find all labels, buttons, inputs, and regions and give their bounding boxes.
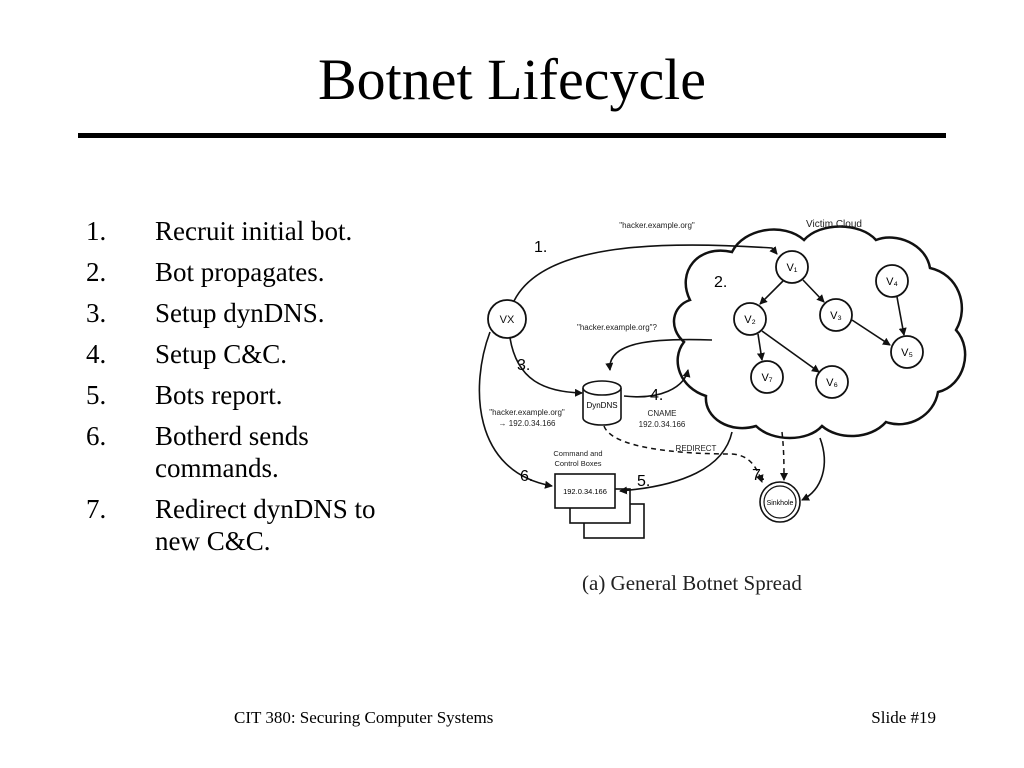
victim-node-v3 xyxy=(819,298,853,332)
step6-path xyxy=(478,331,553,489)
query-label: "hacker.example.org"? xyxy=(577,323,657,332)
botnet-spread-diagram: Victim Cloud VX V₁ V₂ V₃ V₄ V₅ V₆ V₇ xyxy=(462,210,982,605)
step-number: 1. xyxy=(86,216,107,246)
step-text: Botherd sends commands. xyxy=(155,421,309,483)
list-item: 4. Setup C&C. xyxy=(86,338,426,370)
dyndns-server xyxy=(582,380,622,426)
step-number: 3. xyxy=(86,298,107,328)
step-marker-7: 7. xyxy=(752,467,765,484)
query-path xyxy=(605,338,713,371)
step-marker-2: 2. xyxy=(714,274,727,291)
victim-node-v6-label: V₆ xyxy=(826,377,838,389)
dyndns-label: DynDNS xyxy=(586,401,617,410)
list-item: 2. Bot propagates. xyxy=(86,256,426,288)
victim-node-v5 xyxy=(890,335,924,369)
victim-node-v7 xyxy=(750,360,784,394)
list-item: 5. Bots report. xyxy=(86,379,426,411)
slide-title: Botnet Lifecycle xyxy=(317,47,707,112)
figure-caption: (a) General Botnet Spread xyxy=(582,571,802,595)
title-divider xyxy=(78,133,946,138)
list-item: 7. Redirect dynDNS to new C&C. xyxy=(86,493,426,557)
sinkhole-label: Sinkhole xyxy=(767,500,794,507)
cloud-to-sinkhole-solid xyxy=(801,437,826,501)
attacker-node-label: VX xyxy=(500,314,515,326)
victim-node-v2-label: V₂ xyxy=(744,314,756,326)
victim-cloud xyxy=(672,225,967,440)
cc-box-ip: 192.0.34.166 xyxy=(563,487,607,496)
cloud-to-sinkhole-dashed xyxy=(779,431,788,481)
victim-node-v4 xyxy=(875,264,909,298)
victim-node-v7-label: V₇ xyxy=(761,372,772,384)
step-text: Redirect dynDNS to new C&C. xyxy=(155,494,376,556)
step-marker-5: 5. xyxy=(637,473,650,490)
step-text: Recruit initial bot. xyxy=(155,216,353,246)
victim-node-v1-label: V₁ xyxy=(786,262,797,274)
victim-node-v3-label: V₃ xyxy=(830,310,842,322)
redirect-label: REDIRECT xyxy=(676,444,717,453)
step-marker-4: 4. xyxy=(650,387,663,404)
top-hostname-label: "hacker.example.org" xyxy=(619,221,695,230)
sinkhole-node xyxy=(759,481,801,523)
step-text: Bot propagates. xyxy=(155,257,325,287)
lifecycle-steps-list: 1. Recruit initial bot. 2. Bot propagate… xyxy=(86,215,426,566)
victim-node-v2 xyxy=(733,302,767,336)
cc-box-stack xyxy=(554,473,645,539)
victim-node-v6 xyxy=(815,365,849,399)
step-text: Bots report. xyxy=(155,380,283,410)
step-number: 6. xyxy=(86,421,107,451)
step-text: Setup C&C. xyxy=(155,339,288,369)
step-number: 2. xyxy=(86,257,107,287)
diagram-canvas: Victim Cloud VX V₁ V₂ V₃ V₄ V₅ V₆ V₇ xyxy=(478,219,967,595)
step-marker-3: 3. xyxy=(517,357,530,374)
footer-course-title: CIT 380: Securing Computer Systems xyxy=(234,708,494,727)
redirect-path xyxy=(603,425,764,483)
step4-path xyxy=(623,369,691,398)
victim-node-v1 xyxy=(775,250,809,284)
step-number: 5. xyxy=(86,380,107,410)
cc-title-line1: Command and xyxy=(553,449,602,458)
resolve-label-line1: "hacker.example.org" xyxy=(489,408,565,417)
cc-title-line2: Control Boxes xyxy=(554,459,601,468)
list-item: 6. Botherd sends commands. xyxy=(86,420,426,484)
footer-slide-number: Slide #19 xyxy=(871,708,936,727)
cname-label-line2: 192.0.34.166 xyxy=(639,420,686,429)
step-number: 7. xyxy=(86,494,107,524)
propagation-edges xyxy=(756,279,907,373)
step5-path xyxy=(619,431,733,495)
victim-node-v4-label: V₄ xyxy=(886,276,898,288)
resolve-label-line2: → 192.0.34.166 xyxy=(499,419,556,428)
list-item: 1. Recruit initial bot. xyxy=(86,215,426,247)
attacker-node xyxy=(487,299,527,339)
list-item: 3. Setup dynDNS. xyxy=(86,297,426,329)
step-marker-6: 6. xyxy=(520,468,533,485)
step-text: Setup dynDNS. xyxy=(155,298,325,328)
cname-label-line1: CNAME xyxy=(648,409,677,418)
victim-cloud-label: Victim Cloud xyxy=(806,219,862,230)
step1-path xyxy=(513,244,778,302)
step-number: 4. xyxy=(86,339,107,369)
step3-path xyxy=(509,337,583,397)
victim-node-v5-label: V₅ xyxy=(901,347,913,359)
step-marker-1: 1. xyxy=(534,239,547,256)
